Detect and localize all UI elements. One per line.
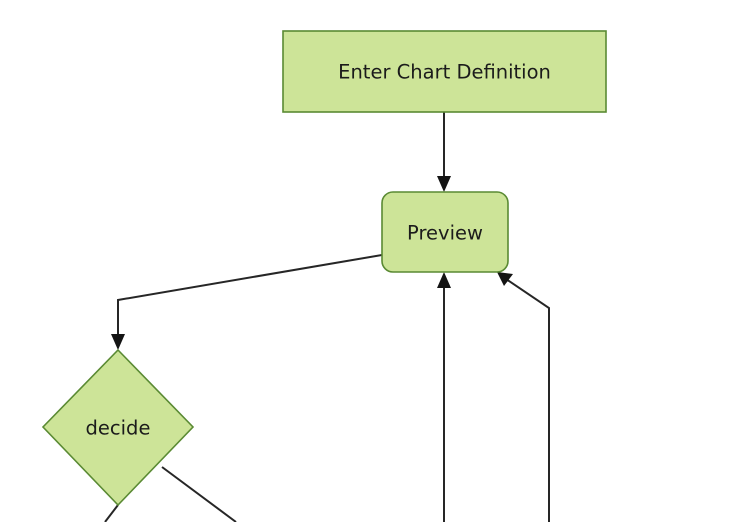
edge-enter-to-preview xyxy=(437,112,451,192)
edge-line-return-right xyxy=(505,278,550,522)
arrowhead-up-icon xyxy=(437,272,451,288)
node-enter-chart-definition[interactable]: Enter Chart Definition xyxy=(282,30,607,113)
node-preview[interactable]: Preview xyxy=(381,191,509,273)
node-label-decide: decide xyxy=(86,417,151,440)
edge-return-center-to-preview xyxy=(437,272,451,522)
node-shape-rectangle[interactable] xyxy=(282,30,607,113)
edge-return-right-to-preview xyxy=(497,272,550,522)
node-label-preview: Preview xyxy=(407,222,483,245)
edge-line-preview-decide xyxy=(117,254,383,341)
node-shape-diamond[interactable] xyxy=(41,348,195,507)
arrowhead-down-icon xyxy=(437,176,451,192)
edge-decide-out-right xyxy=(161,466,237,522)
arrowhead-up-left-icon xyxy=(497,272,513,286)
edge-decide-out-left xyxy=(104,504,119,522)
edge-line-decide-right xyxy=(161,466,237,522)
node-label-enter-chart-definition: Enter Chart Definition xyxy=(338,61,551,84)
edge-preview-to-decide xyxy=(111,254,383,350)
edge-line-decide-left xyxy=(104,504,119,522)
node-decide[interactable]: decide xyxy=(41,348,195,507)
arrowhead-down-icon xyxy=(111,334,125,350)
node-shape-rounded-rectangle[interactable] xyxy=(381,191,509,273)
